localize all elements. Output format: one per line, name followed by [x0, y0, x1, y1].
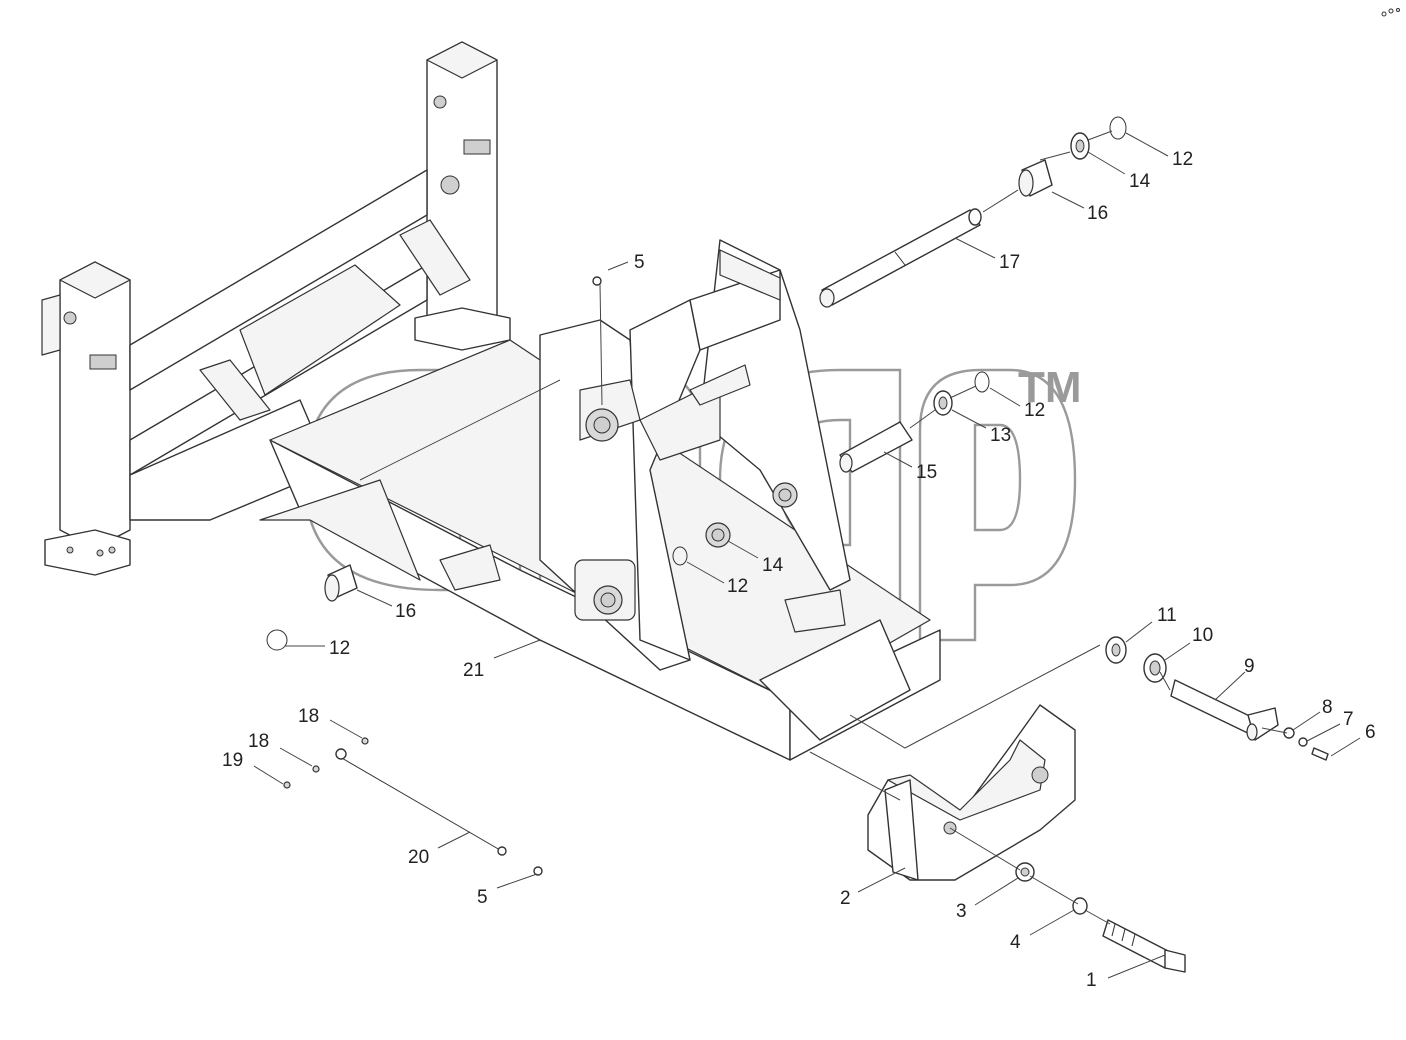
callout-18-left: 18 — [248, 731, 269, 752]
callout-18-top: 18 — [298, 706, 319, 727]
callout-12-left: 12 — [329, 638, 350, 659]
callout-3: 3 — [956, 901, 967, 922]
callout-2: 2 — [840, 888, 851, 909]
grease-line — [283, 276, 602, 876]
support-bracket — [867, 704, 1186, 973]
callout-19: 19 — [222, 750, 243, 771]
callout-5-top: 5 — [634, 252, 645, 273]
callout-7: 7 — [1343, 709, 1354, 730]
callout-13: 13 — [990, 425, 1011, 446]
leader-lines — [359, 130, 1288, 925]
callout-9: 9 — [1244, 656, 1255, 677]
callout-5-bottom: 5 — [477, 887, 488, 908]
callout-15: 15 — [916, 462, 937, 483]
callout-14-lower: 14 — [762, 555, 784, 576]
callout-16-lower: 16 — [395, 601, 416, 622]
watermark-tm: TM — [1018, 363, 1082, 412]
main-frame — [259, 239, 941, 761]
callout-12-top: 12 — [1172, 149, 1193, 170]
callout-14-top: 14 — [1129, 171, 1151, 192]
callout-4: 4 — [1010, 932, 1021, 953]
callout-21: 21 — [463, 660, 484, 681]
callouts: 1 2 3 4 5 5 6 7 8 9 10 11 12 12 12 12 13 — [222, 132, 1376, 991]
corner-mark — [1381, 8, 1400, 17]
callout-1: 1 — [1086, 970, 1097, 991]
callout-16-top: 16 — [1087, 203, 1108, 224]
callout-8: 8 — [1322, 697, 1333, 718]
hinge-pin-assembly — [1105, 636, 1329, 761]
callout-17: 17 — [999, 252, 1020, 273]
callout-12-mid: 12 — [1024, 400, 1045, 421]
callout-10: 10 — [1192, 625, 1213, 646]
pins-and-rings — [266, 116, 1127, 651]
rear-frame — [41, 41, 511, 576]
callout-20: 20 — [408, 847, 429, 868]
callout-11: 11 — [1157, 605, 1177, 626]
callout-12-lower: 12 — [727, 576, 748, 597]
callout-6: 6 — [1365, 722, 1376, 743]
